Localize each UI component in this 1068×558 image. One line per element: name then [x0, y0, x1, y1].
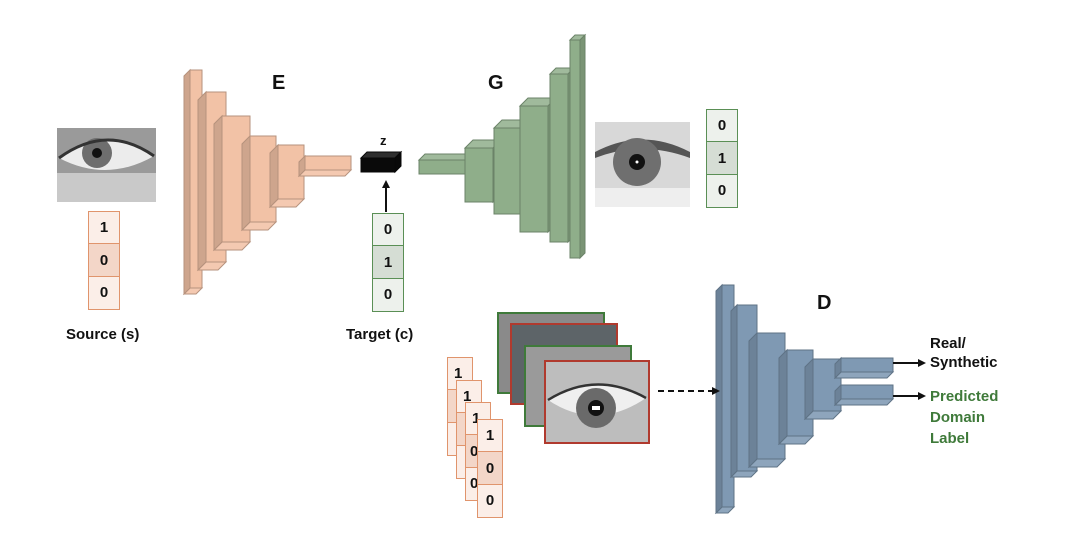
encoder-label: E [272, 72, 286, 94]
vector-cell: 0 [372, 212, 404, 247]
source-label: Source (s) [66, 326, 140, 343]
stacked-eye-image-front [544, 360, 650, 444]
vector-cell: 0 [372, 277, 404, 312]
source-vector: 1 0 0 [88, 210, 120, 310]
generated-eye-image [595, 122, 690, 207]
vector-cell: 1 [706, 141, 738, 175]
vector-cell: 0 [477, 483, 503, 518]
encoder-layer [240, 134, 278, 232]
generator-layer [417, 152, 473, 176]
vector-cell: 0 [706, 108, 738, 143]
real-synthetic-line: Real/ [930, 335, 966, 352]
arrow-head-icon [382, 180, 390, 188]
predicted-domain-label: Predicted Domain Label [930, 386, 998, 449]
vector-cell: 1 [477, 418, 503, 453]
generated-vector: 0 1 0 [706, 108, 738, 208]
predicted-domain-line: Label [930, 430, 970, 447]
real-synthetic-line: Synthetic [930, 354, 998, 371]
target-vector: 0 1 0 [372, 212, 404, 312]
generator-layer [568, 33, 587, 260]
target-label: Target (c) [346, 326, 414, 343]
vector-cell: 0 [88, 243, 120, 277]
discriminator-layer [833, 383, 895, 407]
vector-cell: 1 [372, 245, 404, 279]
encoder-layer [297, 154, 353, 178]
vector-cell: 0 [477, 451, 503, 485]
generator-label: G [488, 72, 504, 94]
discriminator-layer [833, 356, 895, 380]
stacked-vector: 1 0 0 [477, 418, 503, 518]
discriminator-label: D [817, 292, 832, 314]
vector-cell: 0 [706, 173, 738, 208]
real-synthetic-label: Real/ Synthetic [930, 334, 998, 372]
predicted-domain-line: Domain [930, 409, 986, 426]
source-eye-image [57, 128, 156, 202]
arrow-head-icon [712, 387, 720, 395]
vector-cell: 1 [88, 210, 120, 245]
predicted-domain-line: Predicted [930, 388, 999, 405]
vector-cell: 0 [88, 275, 120, 310]
latent-z-block [359, 150, 403, 174]
latent-label: z [380, 133, 387, 148]
arrow-head-icon [918, 359, 926, 367]
arrow-head-icon [918, 392, 926, 400]
